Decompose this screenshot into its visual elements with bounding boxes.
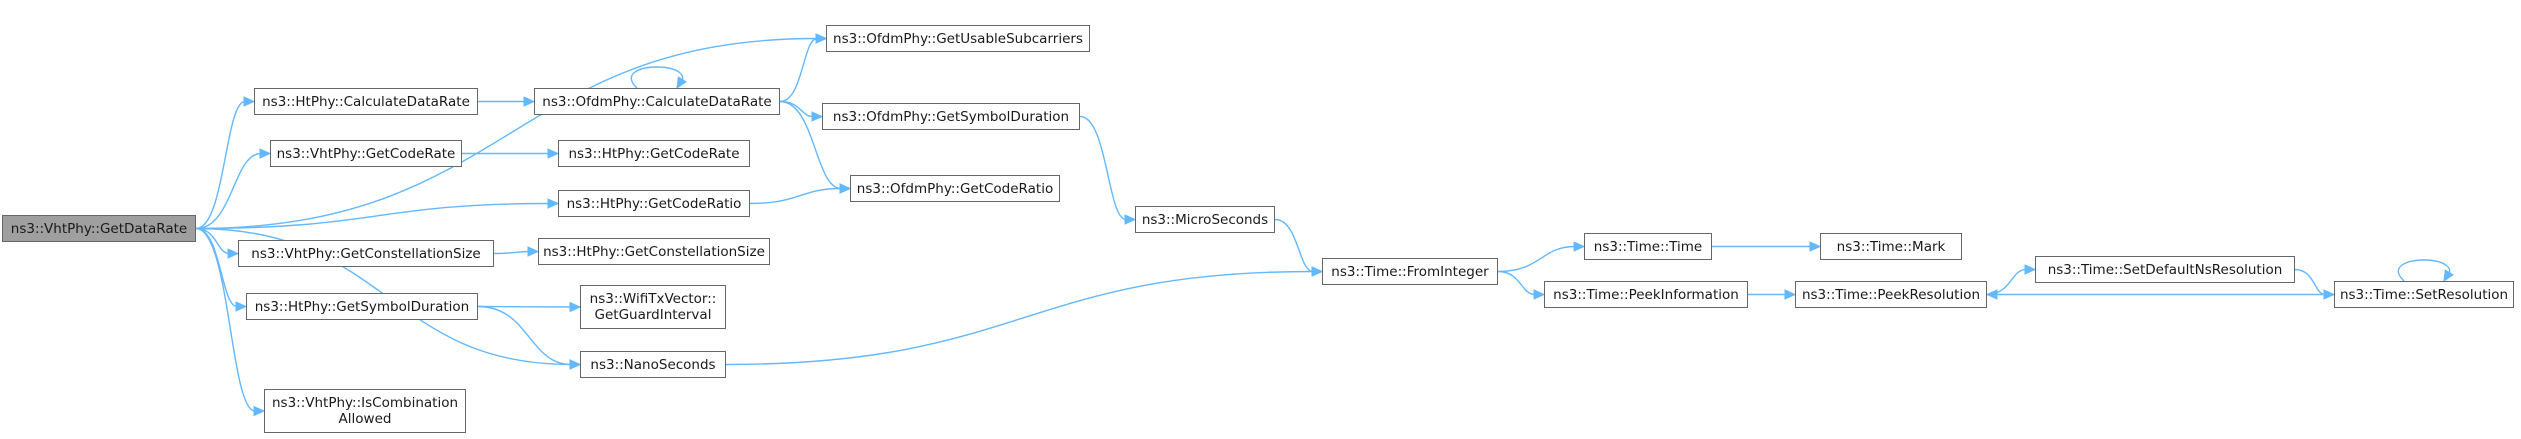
node-ofdmphy-calculatedatarate[interactable]: ns3::OfdmPhy::CalculateDataRate (534, 88, 780, 115)
edge-getsymbolduration_ht-to-getguardinterval (477, 305, 572, 308)
node-htphy-getconstellationsize[interactable]: ns3::HtPhy::GetConstellationSize (538, 238, 770, 265)
edge-arrowhead (227, 248, 240, 259)
node-wifitxvector-getguardinterval[interactable]: ns3::WifiTxVector:: GetGuardInterval (580, 285, 726, 329)
node-time-frominteger[interactable]: ns3::Time::FromInteger (1322, 258, 1498, 285)
edge-arrowhead (811, 111, 824, 122)
edge-frominteger-to-peekinformation (1497, 270, 1536, 296)
node-vhtphy-getconstellationsize[interactable]: ns3::VhtPhy::GetConstellationSize (238, 240, 494, 267)
edge-calculatedatarate_ofdm-to-getcoderatio_ofdm (779, 100, 842, 190)
edge-arrowhead (1573, 241, 1586, 252)
node-htphy-calculatedatarate[interactable]: ns3::HtPhy::CalculateDataRate (254, 88, 478, 115)
node-microseconds[interactable]: ns3::MicroSeconds (1135, 206, 1275, 233)
edge-arrowhead (1124, 214, 1137, 225)
edge-microseconds-to-frominteger (1274, 218, 1314, 273)
edge-arrowhead (235, 301, 248, 312)
edge-arrowhead (1784, 289, 1797, 300)
node-vhtphy-iscombinationallowed[interactable]: ns3::VhtPhy::IsCombination Allowed (264, 389, 466, 433)
edge-setresolution-to-setresolution (2397, 259, 2451, 282)
edge-getdatarate-to-iscombinationallowed (195, 227, 256, 412)
edge-arrowhead (815, 33, 828, 44)
node-time-peekresolution[interactable]: ns3::Time::PeekResolution (1795, 281, 1987, 308)
edge-arrowhead (547, 148, 560, 159)
edge-getdatarate-to-getcoderate_vht (195, 152, 262, 230)
edge-frominteger-to-time (1497, 245, 1576, 273)
node-ofdmphy-getusablesubcarriers[interactable]: ns3::OfdmPhy::GetUsableSubcarriers (826, 25, 1090, 52)
edge-getsymbolduration_ofdm-to-microseconds (1079, 115, 1127, 221)
edge-arrowhead (1985, 289, 1998, 300)
node-time-setresolution[interactable]: ns3::Time::SetResolution (2334, 281, 2514, 308)
edge-getdatarate-to-getcoderatio_ht (195, 202, 550, 230)
edge-calculatedatarate_ofdm-to-getusablesubcarriers (779, 37, 818, 103)
node-vhtphy-getdatarate[interactable]: ns3::VhtPhy::GetDataRate (2, 215, 196, 242)
node-ofdmphy-getsymbolduration[interactable]: ns3::OfdmPhy::GetSymbolDuration (822, 103, 1080, 130)
edge-setdefaultnsresolution-to-setresolution (2294, 268, 2326, 296)
node-htphy-getcoderate[interactable]: ns3::HtPhy::GetCodeRate (558, 140, 750, 167)
node-ofdmphy-getcoderatio[interactable]: ns3::OfdmPhy::GetCodeRatio (850, 175, 1060, 202)
node-time-time[interactable]: ns3::Time::Time (1584, 233, 1712, 260)
edge-arrowhead (2443, 269, 2454, 283)
edge-peekresolution-to-setdefaultnsresolution (1986, 268, 2027, 296)
node-vhtphy-getcoderate[interactable]: ns3::VhtPhy::GetCodeRate (270, 140, 462, 167)
edge-nanoseconds-to-frominteger (725, 270, 1314, 366)
edge-arrowhead (243, 96, 256, 107)
edge-arrowhead (569, 301, 582, 313)
node-time-peekinformation[interactable]: ns3::Time::PeekInformation (1544, 281, 1748, 308)
edge-getsymbolduration_ht-to-nanoseconds (477, 305, 572, 366)
edge-arrowhead (1533, 289, 1546, 300)
node-htphy-getsymbolduration[interactable]: ns3::HtPhy::GetSymbolDuration (246, 293, 478, 320)
edge-calculatedatarate_ofdm-to-calculatedatarate_ofdm (630, 66, 684, 89)
edge-arrowhead (839, 183, 852, 194)
edge-getdatarate-to-getusablesubcarriers (195, 37, 818, 230)
edge-getdatarate-to-getconstellationsize_vht (195, 227, 230, 255)
edge-arrowhead (569, 359, 582, 370)
edge-getdatarate-to-calculatedatarate_ht (195, 100, 246, 230)
edge-arrowhead (253, 405, 266, 417)
edge-getcoderatio_ht-to-getcoderatio_ofdm (749, 187, 842, 205)
edge-getdatarate-to-getsymbolduration_ht (195, 227, 238, 308)
edge-getconstellationsize_vht-to-getconstellationsize_ht (493, 250, 530, 255)
edge-arrowhead (523, 96, 536, 107)
node-htphy-getcoderatio[interactable]: ns3::HtPhy::GetCodeRatio (558, 190, 750, 217)
node-nanoseconds[interactable]: ns3::NanoSeconds (580, 351, 726, 378)
edge-arrowhead (1809, 241, 1822, 252)
edge-arrowhead (2024, 264, 2037, 275)
node-time-mark[interactable]: ns3::Time::Mark (1820, 233, 1962, 260)
edge-arrowhead (259, 148, 272, 159)
edge-arrowhead (547, 198, 560, 209)
node-time-setdefaultnsresolution[interactable]: ns3::Time::SetDefaultNsResolution (2035, 256, 2295, 283)
edge-arrowhead (676, 76, 687, 90)
edge-arrowhead (1311, 266, 1324, 277)
call-graph-edges (195, 33, 2454, 417)
edge-arrowhead (527, 246, 540, 257)
